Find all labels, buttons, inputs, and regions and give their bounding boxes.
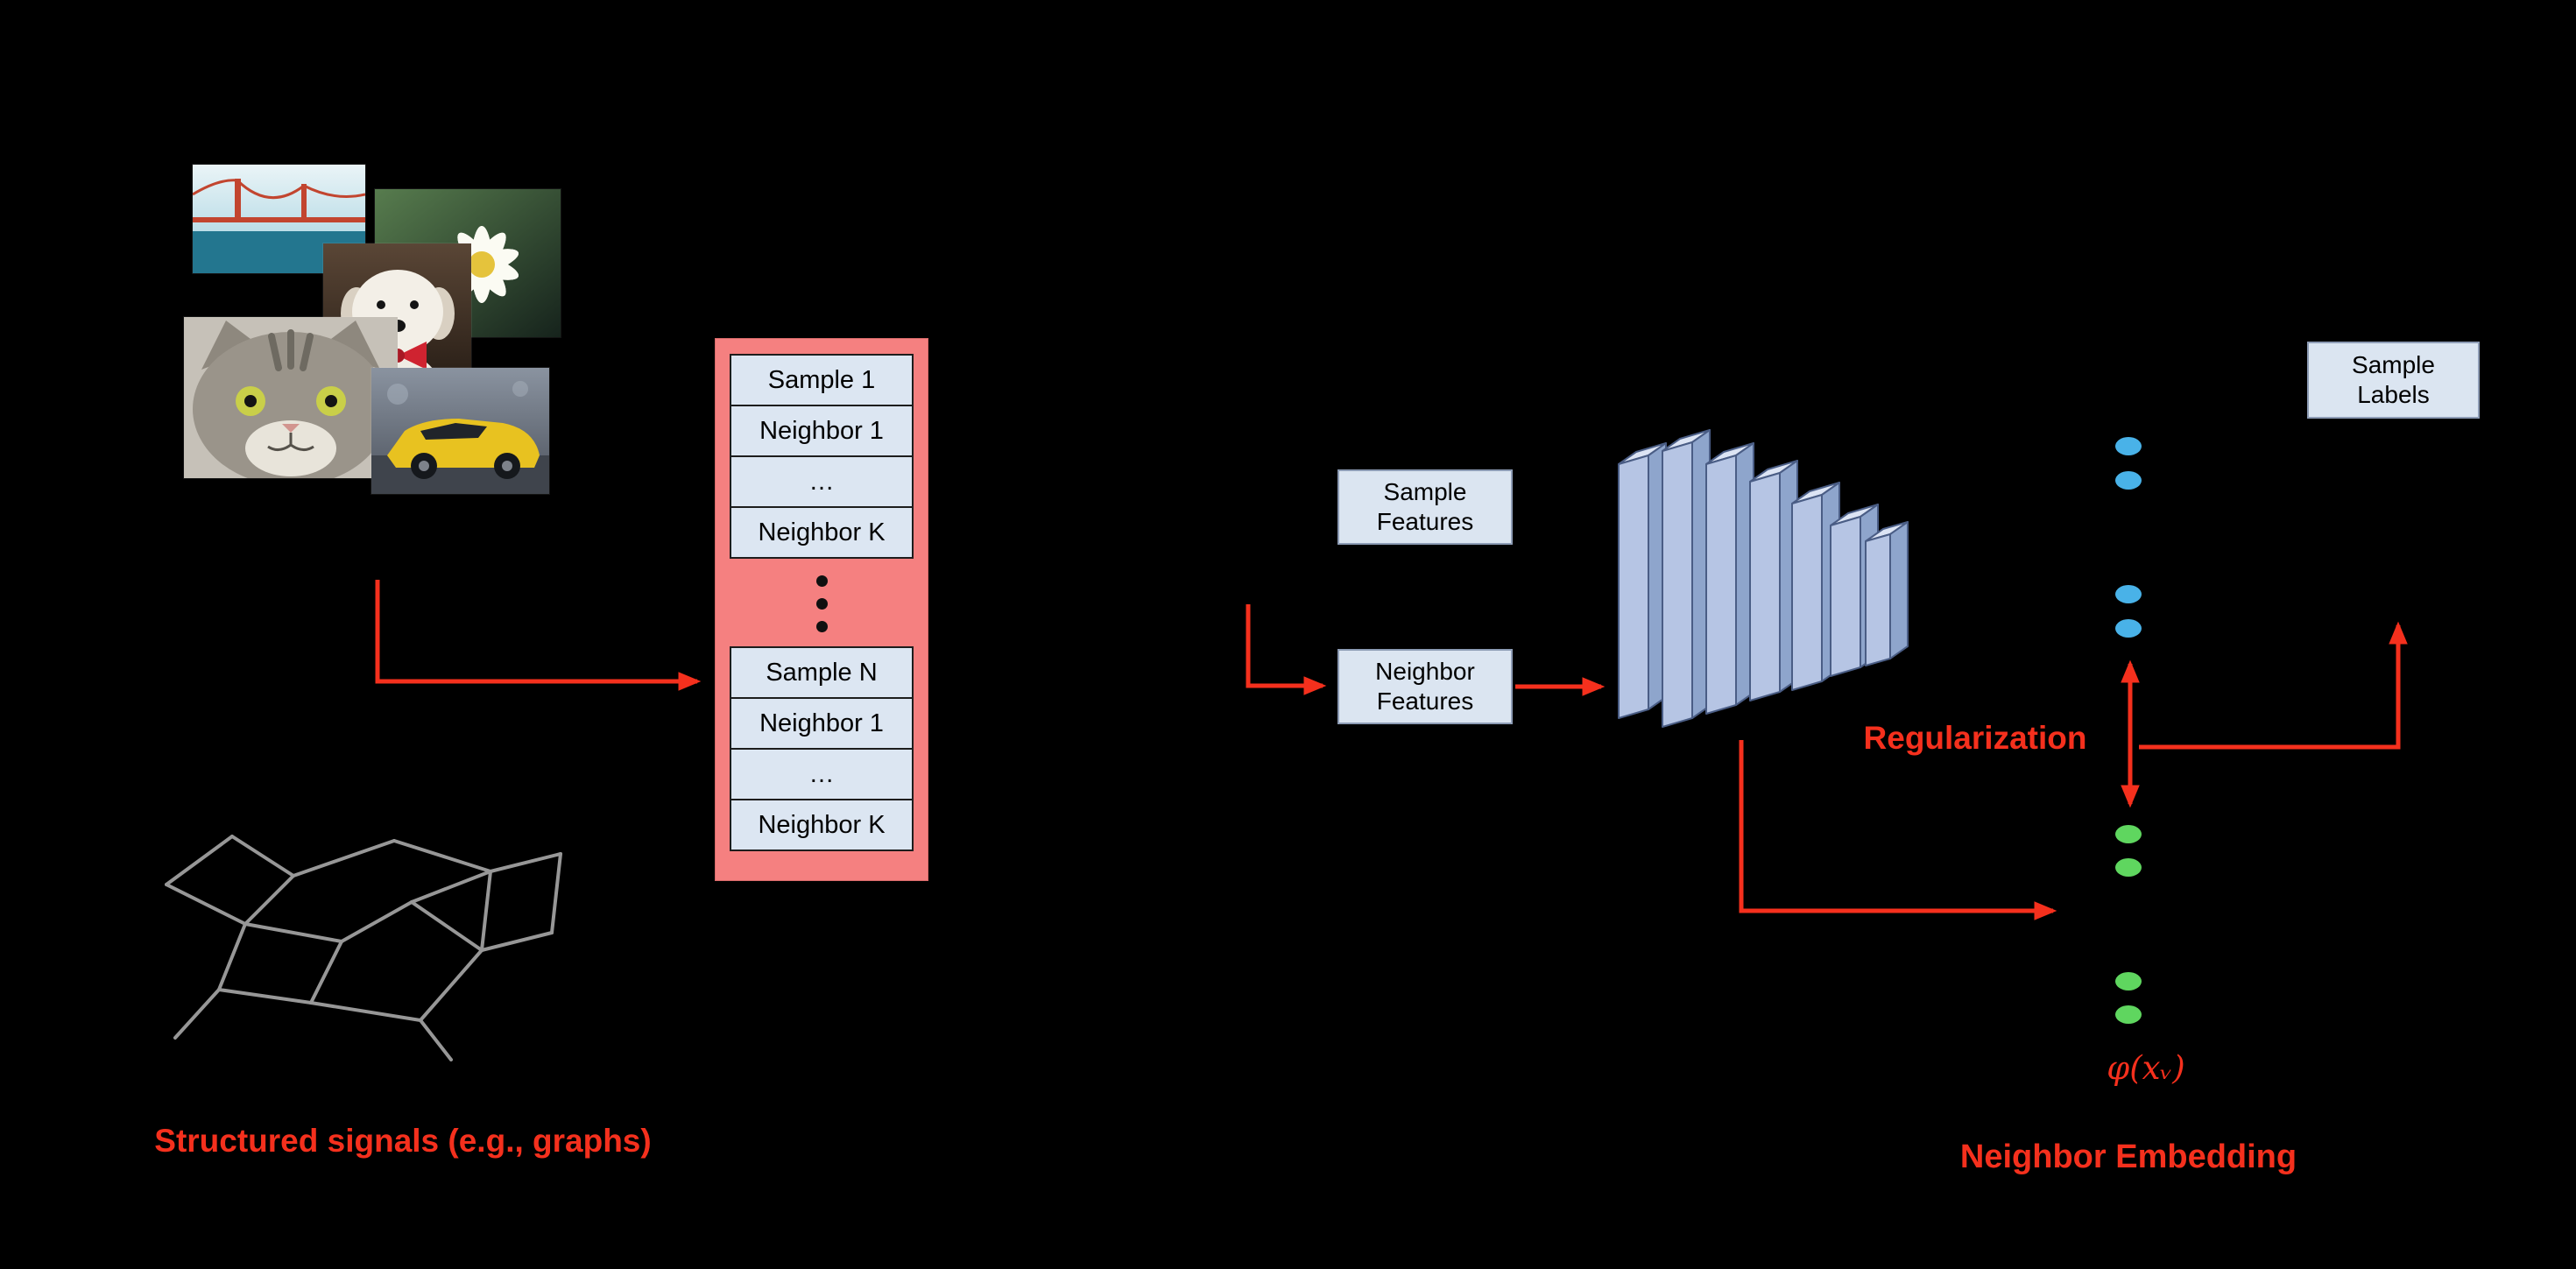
neighbor-embedding-dot: [2115, 825, 2142, 843]
sample-embedding-dot: [2115, 619, 2142, 638]
neighbor-features-box: Neighbor Features: [1337, 649, 1513, 724]
photo-cat: [184, 317, 398, 478]
arrow-embedding-to-labels: [2139, 621, 2408, 750]
neighbor-embedding-formula: φ(xᵥ): [2107, 1049, 2185, 1087]
table-row-sample-n: Sample N: [730, 646, 914, 699]
table-row-ellipsis: …: [730, 455, 914, 508]
table-row-ellipsis-b: …: [730, 748, 914, 800]
ellipsis-dot: [815, 620, 828, 632]
sample-embedding-dot: [2115, 585, 2142, 603]
table-row-neighbor-kb: Neighbor K: [730, 799, 914, 851]
cat-image: [184, 317, 398, 478]
sports-car-image: [371, 368, 549, 494]
structured-signals-graph: [165, 835, 562, 1061]
sample-embedding-dot: [2115, 471, 2142, 490]
structured-signals-label: Structured signals (e.g., graphs): [154, 1123, 652, 1159]
table-row-neighbor-1: Neighbor 1: [730, 405, 914, 457]
neighbor-embedding-dot: [2115, 972, 2142, 991]
ellipsis-dot: [815, 575, 828, 587]
sample-embedding-dot: [2115, 437, 2142, 455]
table-row-neighbor-1b: Neighbor 1: [730, 697, 914, 750]
ellipsis-dot: [815, 597, 828, 610]
arrow-to-neighbor-features: [1246, 604, 1327, 695]
table-row-sample-1: Sample 1: [730, 354, 914, 406]
arrow-inputs-to-batch: [375, 580, 702, 691]
photo-sports-car: [371, 368, 549, 494]
table-row-neighbor-k: Neighbor K: [730, 506, 914, 559]
neighbor-embedding-dot: [2115, 858, 2142, 877]
sample-labels-box: Sample Labels: [2307, 342, 2480, 419]
neural-network-icon: [1618, 429, 1909, 728]
regularization-label: Regularization: [1863, 720, 2087, 756]
neighbor-embedding-label: Neighbor Embedding: [1959, 1139, 2297, 1175]
vertical-ellipsis: [815, 559, 828, 648]
arrow-network-to-neighbor-embedding: [1739, 740, 2057, 920]
training-batch-table: Sample 1 Neighbor 1 … Neighbor K Sample …: [715, 338, 928, 881]
sample-features-box: Sample Features: [1337, 469, 1513, 545]
neighbor-embedding-dot: [2115, 1005, 2142, 1024]
